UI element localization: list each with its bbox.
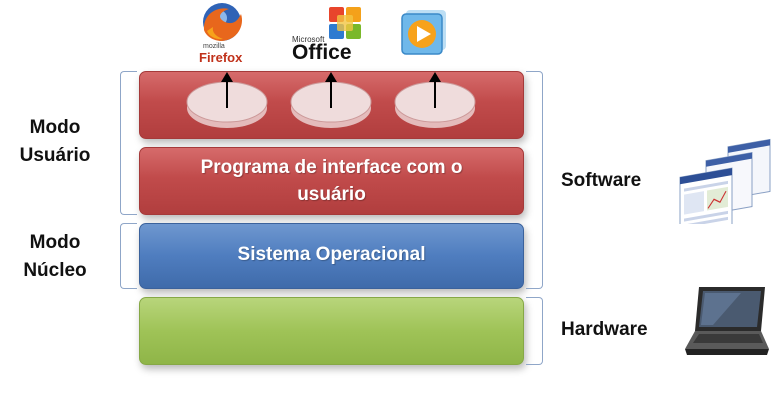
office-sub: Microsoft xyxy=(292,35,325,44)
firefox-logo: mozilla Firefox xyxy=(195,0,250,66)
app-disc-1 xyxy=(186,72,268,128)
firefox-icon xyxy=(203,3,243,41)
firefox-sub: mozilla xyxy=(203,43,225,50)
hardware-layer xyxy=(139,297,524,365)
office-icon xyxy=(329,7,361,39)
media-player-logo xyxy=(398,9,450,61)
hardware-bracket xyxy=(526,297,543,365)
firefox-name: Firefox xyxy=(199,50,243,65)
kernel-mode-bracket xyxy=(120,223,137,289)
software-label: Software xyxy=(561,170,642,191)
interface-layer: Programa de interface com o usuário xyxy=(139,147,524,215)
interface-layer-label: Programa de interface com o usuário xyxy=(200,157,463,205)
app-discs xyxy=(186,72,476,128)
os-layer-label: Sistema Operacional xyxy=(237,244,426,265)
laptop-icon xyxy=(685,287,769,355)
kernel-mode-label: Modo Núcleo xyxy=(23,232,87,281)
hardware-label: Hardware xyxy=(561,319,648,340)
user-mode-label: Modo Usuário xyxy=(19,117,91,166)
app-disc-3 xyxy=(394,72,476,128)
office-logo: Microsoft Office xyxy=(290,6,368,64)
app-disc-2 xyxy=(290,72,372,128)
media-player-icon xyxy=(401,10,446,55)
software-bracket xyxy=(526,71,543,289)
user-mode-bracket xyxy=(120,71,137,215)
software-screens-icon xyxy=(679,138,771,224)
office-name: Office xyxy=(292,41,352,64)
os-layer: Sistema Operacional xyxy=(139,223,524,289)
